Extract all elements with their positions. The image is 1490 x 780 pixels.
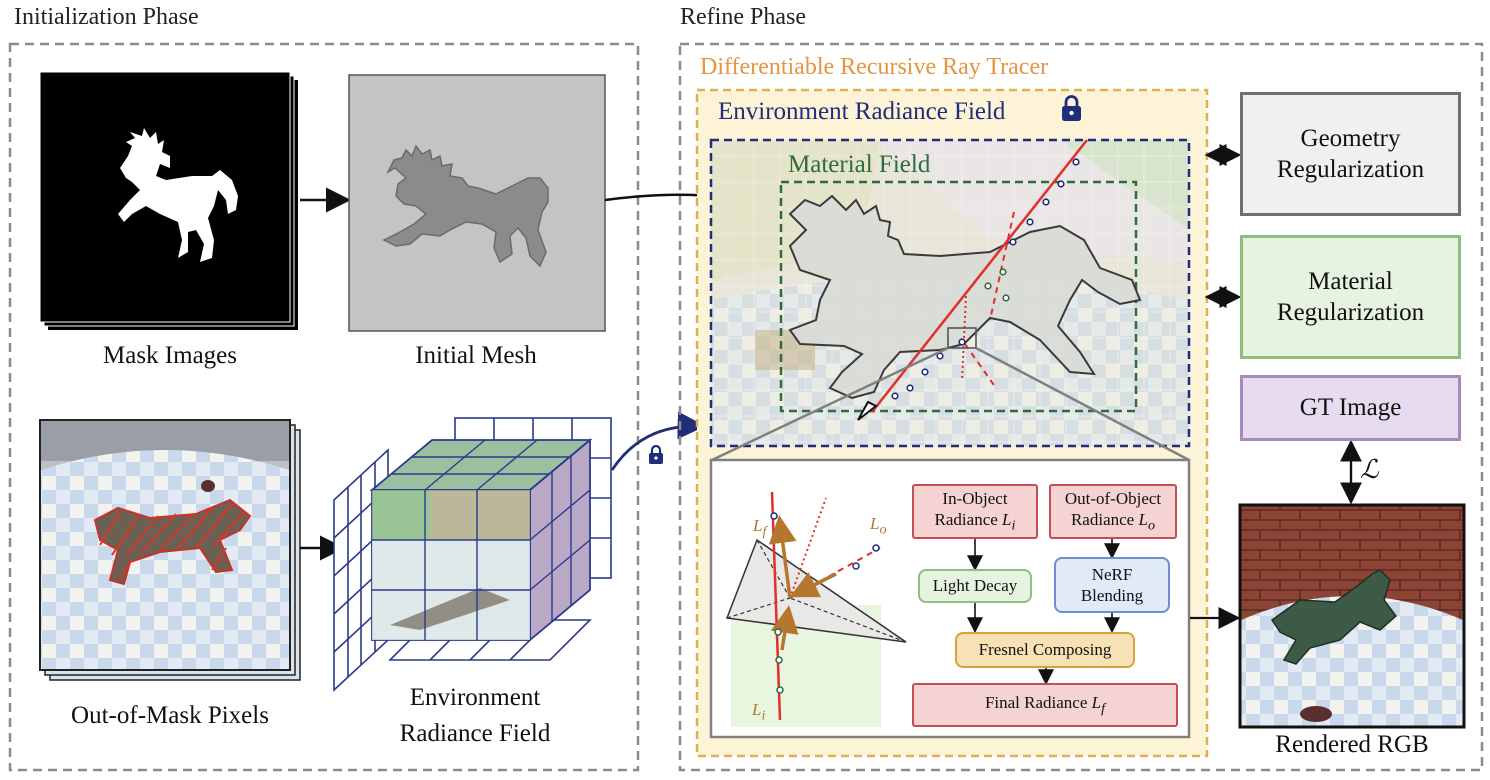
material-reg-line2: Regularization	[1276, 299, 1425, 326]
nerf-blending-box: NeRF Blending	[1054, 557, 1170, 613]
detail-diagram	[725, 491, 907, 727]
env-field-title: Environment Radiance Field	[718, 98, 1006, 125]
in-object-line2: Radiance Li	[934, 510, 1016, 534]
mesh-horse	[382, 144, 549, 268]
init-phase-panel	[8, 42, 640, 772]
loss-symbol: ℒ	[1360, 455, 1379, 484]
mask-images-stack	[39, 71, 298, 330]
label-li: Li	[752, 700, 766, 724]
horse-silhouette	[118, 128, 238, 262]
label-lf: Lf	[753, 516, 767, 540]
red-hatched-horse	[93, 498, 252, 586]
final-radiance-box: Final Radiance Lf	[912, 683, 1178, 727]
arrow-field-to-env	[610, 411, 706, 471]
lock-icon	[1062, 95, 1081, 121]
light-decay-box: Light Decay	[918, 569, 1032, 603]
tracer-title: Differentiable Recursive Ray Tracer	[700, 54, 1049, 80]
rendered-rgb-caption: Rendered RGB	[1275, 731, 1429, 758]
geometry-regularization-box: Geometry Regularization	[1240, 92, 1461, 216]
gt-image-box: GT Image	[1240, 375, 1461, 441]
env-field-caption-line1: Environment	[409, 684, 541, 711]
env-field-caption-line2: Radiance Field	[399, 720, 551, 747]
refine-phase-title: Refine Phase	[680, 4, 806, 30]
lock-icon-small	[649, 444, 663, 464]
geometry-reg-line1: Geometry	[1300, 124, 1401, 152]
initial-mesh-caption: Initial Mesh	[415, 342, 537, 369]
material-field-title: Material Field	[788, 151, 931, 178]
nerf-line2: Blending	[1080, 586, 1144, 605]
out-of-mask-caption: Out-of-Mask Pixels	[71, 702, 269, 729]
mask-images-caption: Mask Images	[103, 342, 237, 369]
material-regularization-box: Material Regularization	[1240, 235, 1461, 359]
out-object-line2: Radiance Lo	[1070, 510, 1156, 534]
in-object-line1: In-Object	[942, 488, 1008, 508]
out-object-line1: Out-of-Object	[1064, 488, 1162, 508]
material-reg-line1: Material	[1308, 267, 1393, 295]
nerf-line1: NeRF	[1091, 564, 1133, 584]
refine-phase-panel	[678, 42, 1484, 772]
init-phase-title: Initialization Phase	[14, 4, 199, 30]
in-object-radiance-box: In-Object Radiance Li	[912, 484, 1038, 539]
final-radiance-label: Final Radiance Lf	[984, 692, 1106, 717]
out-of-mask-stack	[39, 419, 301, 681]
geometry-reg-line2: Regularization	[1276, 156, 1425, 183]
rendered-rgb-image	[1238, 503, 1466, 729]
env-field-cube-body	[369, 438, 593, 642]
zoom-square	[947, 327, 977, 349]
out-object-radiance-box: Out-of-Object Radiance Lo	[1049, 484, 1177, 539]
env-field-border	[709, 138, 1191, 448]
label-lo: Lo	[870, 514, 887, 538]
fresnel-composing-box: Fresnel Composing	[955, 632, 1135, 668]
